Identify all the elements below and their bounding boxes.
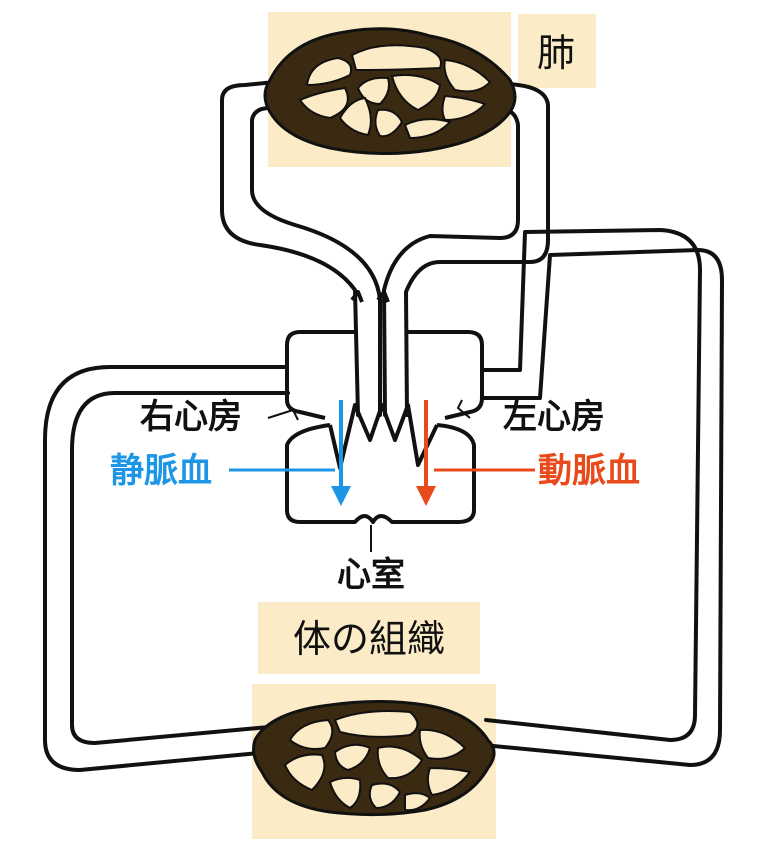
pulmonary-vessel <box>220 80 550 417</box>
ventricle-label: 心室 <box>337 555 405 595</box>
body-tissue-label-highlight <box>258 602 480 674</box>
right-atrium-label: 右心房 <box>140 397 242 437</box>
lung-label-highlight <box>518 14 596 88</box>
heart-icon <box>285 290 484 524</box>
body-tissue-label: 体の組織 <box>293 617 445 661</box>
lung-icon <box>263 27 517 156</box>
left-atrium-label: 左心房 <box>503 397 605 437</box>
body-tissue-icon <box>252 700 496 817</box>
systemic-vessel <box>43 228 724 772</box>
arterial-blood-label: 動脈血 <box>538 451 640 491</box>
venous-blood-label: 静脈血 <box>110 451 212 491</box>
leader-lines <box>229 399 535 552</box>
lung-label: 肺 <box>537 31 575 75</box>
